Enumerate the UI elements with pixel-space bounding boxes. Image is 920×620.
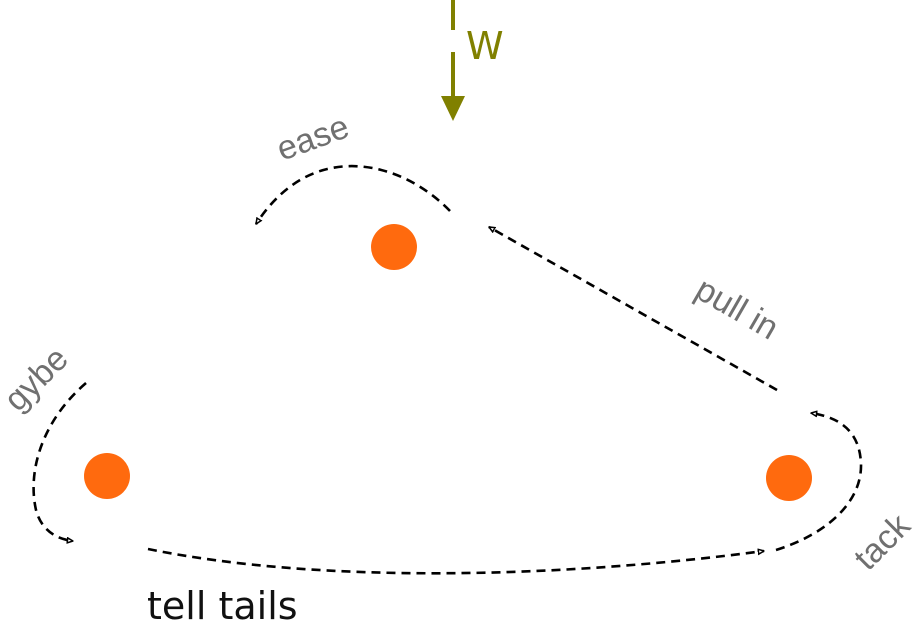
pull-in-path-arrow	[489, 225, 778, 392]
tell-tails-caption: tell tails	[147, 584, 298, 620]
top-buoy	[371, 224, 417, 270]
wind-indicator: W	[441, 0, 504, 121]
tell-tails-path-arrow	[147, 547, 764, 575]
gybe-path-arrow	[32, 382, 87, 541]
ease-label: ease	[272, 108, 354, 169]
right-buoy	[766, 455, 812, 501]
wind-label: W	[466, 24, 504, 68]
tack-label: tack	[847, 506, 919, 578]
pull-in-label: pull in	[689, 270, 785, 347]
ease-path-arrow	[254, 164, 451, 224]
wind-arrow-head	[441, 96, 465, 121]
left-buoy	[84, 453, 130, 499]
